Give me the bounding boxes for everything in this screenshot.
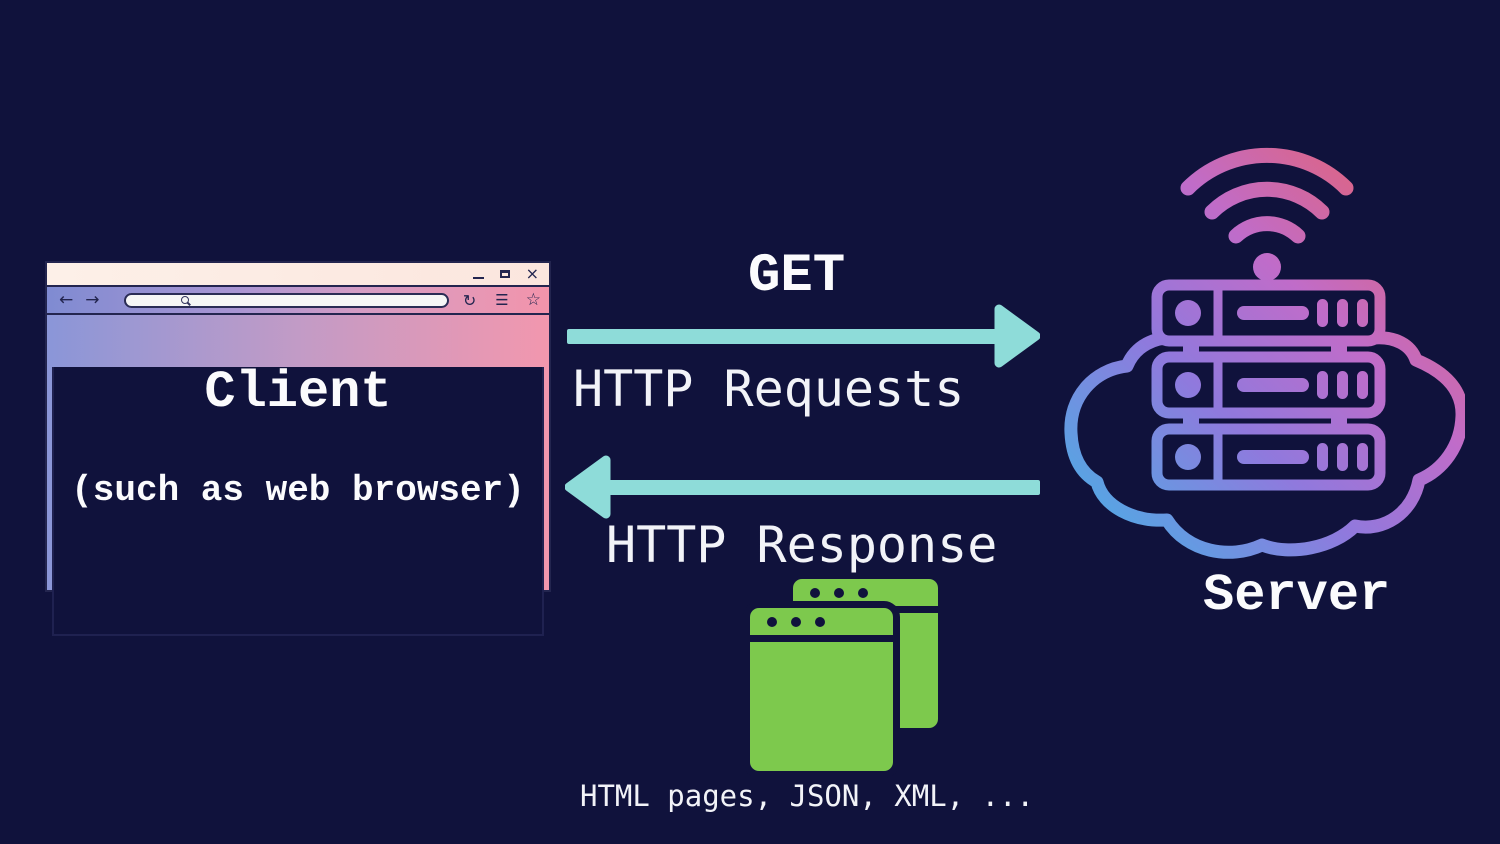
http-requests-label: HTTP Requests	[573, 360, 965, 418]
window-dot-icon	[810, 587, 820, 598]
refresh-icon: ↻	[462, 290, 477, 310]
back-arrow-icon: ←	[59, 289, 74, 310]
minimize-icon	[472, 277, 484, 279]
browser-content: Client (such as web browser)	[52, 367, 544, 636]
http-response-arrow	[565, 455, 1040, 519]
browser-titlebar: ×	[47, 263, 549, 287]
window-dot-icon	[858, 587, 868, 598]
search-icon	[180, 296, 189, 304]
server-rack	[1151, 351, 1386, 419]
payload-caption: HTML pages, JSON, XML, ...	[580, 779, 1034, 813]
client-browser-window: × ← → ↻ ☰ ☆ Client (such as web browser)	[45, 261, 551, 636]
window-dot-icon	[791, 616, 801, 627]
server-rack	[1151, 423, 1386, 491]
client-label: Client	[204, 363, 392, 422]
payload-window-titlebar	[750, 608, 893, 642]
client-sublabel: (such as web browser)	[71, 470, 525, 511]
bookmark-star-icon: ☆	[525, 290, 541, 310]
forward-arrow-icon: →	[85, 289, 100, 310]
close-icon: ×	[525, 264, 539, 283]
window-dot-icon	[767, 616, 777, 627]
window-dot-icon	[834, 587, 844, 598]
server-label: Server	[1203, 566, 1391, 625]
menu-icon: ☰	[495, 291, 509, 309]
server-rack	[1151, 279, 1386, 347]
payload-window-front	[750, 608, 893, 771]
get-method-label: GET	[748, 246, 846, 307]
wifi-icon	[1180, 147, 1354, 244]
window-dot-icon	[815, 616, 825, 627]
cloud-server-icon	[1064, 147, 1465, 559]
browser-toolbar: ← → ↻ ☰ ☆	[47, 287, 549, 315]
browser-content-frame: Client (such as web browser)	[47, 315, 549, 636]
maximize-icon	[499, 270, 510, 278]
url-bar	[123, 292, 449, 308]
http-request-arrow	[567, 304, 1040, 368]
http-response-label: HTTP Response	[606, 516, 998, 574]
